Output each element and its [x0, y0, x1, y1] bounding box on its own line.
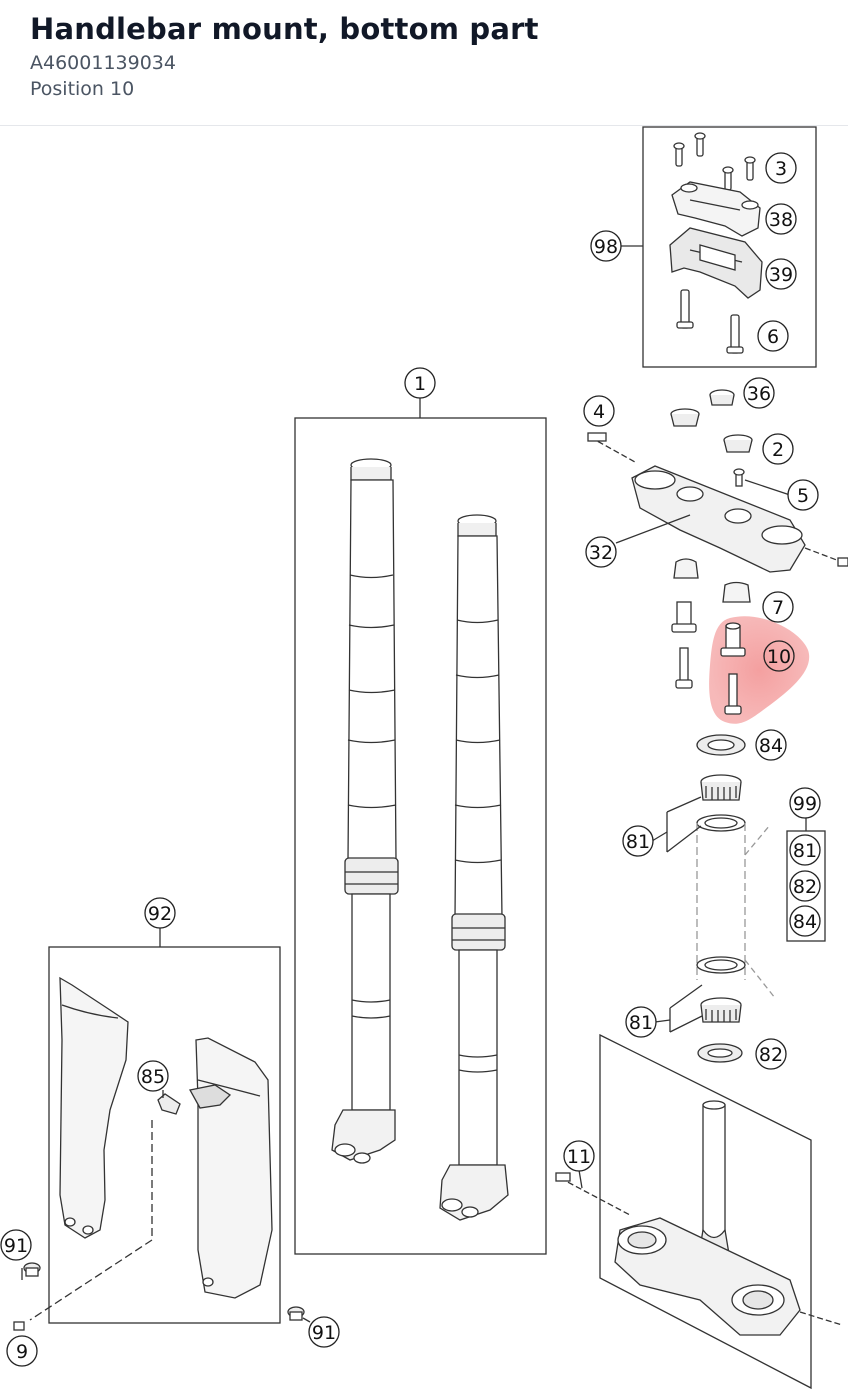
- clamp-top-icon: [671, 181, 761, 237]
- position-label: Position 10: [30, 78, 135, 100]
- steering-bearing-group: [651, 774, 826, 1063]
- position-10-parts-icon[interactable]: [720, 622, 746, 715]
- callout-91[interactable]: 91: [0, 1229, 32, 1261]
- callout-label: 3: [775, 158, 787, 180]
- callout-labels: 98 3 38 39 6 1 4 36 2 5 32 7 10 84 99 81 81 82 84 81 82 92 85 1…: [0, 152, 821, 1367]
- callout-label: 85: [141, 1066, 165, 1088]
- callout-label: 2: [772, 439, 784, 461]
- fork-leg-left-icon: [331, 458, 399, 1164]
- callout-38[interactable]: 38: [765, 203, 797, 235]
- callout-84[interactable]: 84: [789, 905, 821, 937]
- clamp-bolts-icon: [673, 132, 756, 191]
- clamp-long-bolts-icon: [676, 289, 744, 354]
- callout-label: 7: [772, 597, 784, 619]
- callout-85[interactable]: 85: [137, 1060, 169, 1092]
- callout-82[interactable]: 82: [789, 870, 821, 902]
- callout-81[interactable]: 81: [622, 825, 654, 857]
- fork-leg-right-icon: [439, 514, 509, 1221]
- callout-label: 92: [148, 903, 172, 925]
- upper-triple-clamp-icon: [631, 465, 806, 573]
- callout-99[interactable]: 99: [789, 787, 821, 819]
- callout-label: 82: [759, 1044, 783, 1066]
- callout-label: 9: [16, 1341, 28, 1363]
- callout-label: 99: [793, 793, 817, 815]
- callout-label: 82: [793, 876, 817, 898]
- callout-98[interactable]: 98: [590, 230, 622, 262]
- callout-36[interactable]: 36: [743, 377, 775, 409]
- page-header: Handlebar mount, bottom part A4600113903…: [0, 0, 848, 126]
- callout-39[interactable]: 39: [765, 258, 797, 290]
- callout-5[interactable]: 5: [787, 479, 819, 511]
- page-title: Handlebar mount, bottom part: [30, 12, 539, 46]
- highlight-position-10[interactable]: [709, 616, 810, 724]
- callout-3[interactable]: 3: [765, 152, 797, 184]
- callout-1[interactable]: 1: [404, 367, 436, 399]
- callout-84[interactable]: 84: [755, 729, 787, 761]
- bushings-group: [671, 558, 751, 756]
- fork-group: [294, 397, 547, 1255]
- callout-label: 32: [589, 542, 613, 564]
- callout-81[interactable]: 81: [789, 834, 821, 866]
- callout-91[interactable]: 91: [308, 1316, 340, 1348]
- part-number: A46001139034: [30, 52, 176, 74]
- callout-label: 1: [414, 373, 426, 395]
- screw-icon: [13, 1262, 311, 1331]
- clamp-assembly-group: [620, 126, 817, 368]
- callout-label: 38: [769, 209, 793, 231]
- callout-label: 84: [759, 735, 783, 757]
- callout-label: 4: [593, 401, 605, 423]
- callout-label: 81: [793, 840, 817, 862]
- callout-2[interactable]: 2: [762, 433, 794, 465]
- callout-7[interactable]: 7: [762, 591, 794, 623]
- callout-label: 10: [767, 646, 791, 668]
- fork-guard-group: [13, 927, 311, 1331]
- callout-label: 6: [767, 326, 779, 348]
- callout-92[interactable]: 92: [144, 897, 176, 929]
- cap-nut-icon: [670, 389, 753, 453]
- lower-triple-clamp-group: [555, 1033, 843, 1390]
- callout-label: 91: [312, 1322, 336, 1344]
- callout-label: 36: [747, 383, 771, 405]
- fork-guard-left-icon: [59, 976, 129, 1239]
- callout-11[interactable]: 11: [563, 1140, 595, 1172]
- callout-label: 39: [769, 264, 793, 286]
- callout-32[interactable]: 32: [585, 536, 617, 568]
- callout-label: 11: [567, 1146, 591, 1168]
- callout-9[interactable]: 9: [6, 1335, 38, 1367]
- clip-icon: [157, 1093, 181, 1115]
- exploded-parts-diagram: 98 3 38 39 6 1 4 36 2 5 32 7 10 84 99 81 81 82 84 81 82 92 85 1…: [0, 126, 848, 1390]
- fork-guard-right-icon: [195, 1037, 273, 1299]
- callout-6[interactable]: 6: [757, 320, 789, 352]
- callout-label: 98: [594, 236, 618, 258]
- callout-label: 81: [626, 831, 650, 853]
- callout-4[interactable]: 4: [583, 395, 615, 427]
- callout-label: 5: [797, 485, 809, 507]
- callout-81[interactable]: 81: [625, 1006, 657, 1038]
- callout-label: 91: [4, 1235, 28, 1257]
- callout-label: 81: [629, 1012, 653, 1034]
- callout-82[interactable]: 82: [755, 1038, 787, 1070]
- upper-triple-clamp-group: [587, 389, 848, 573]
- callout-label: 84: [793, 911, 817, 933]
- callout-10[interactable]: 10: [763, 640, 795, 672]
